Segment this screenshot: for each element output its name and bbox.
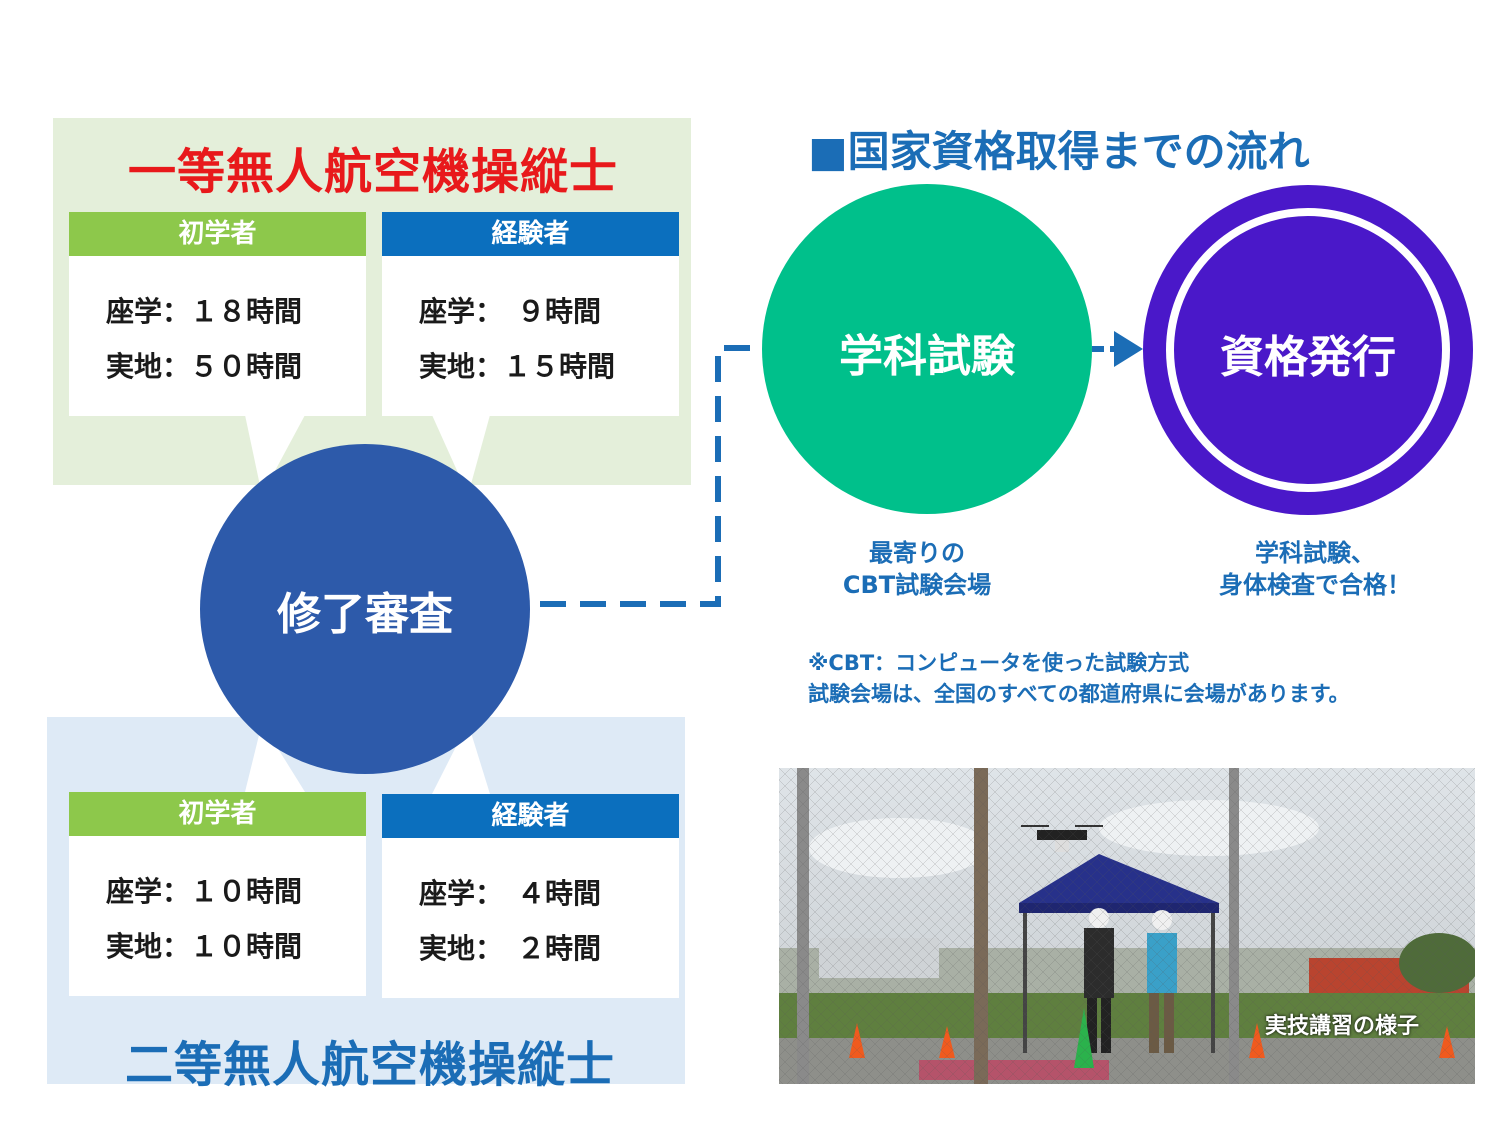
- dashed-connector: [540, 345, 760, 607]
- card-body: 座学：１０時間実地：１０時間: [69, 836, 366, 974]
- exam-caption-line1: 最寄りの: [869, 539, 965, 567]
- card-body: 座学： ９時間実地：１５時間: [382, 256, 679, 394]
- pointer-first-beginner: [245, 415, 305, 495]
- license-inner-ring: [1166, 208, 1450, 492]
- practical-hours: 実地：５０時間: [106, 350, 303, 383]
- practical-hours: 実地：１０時間: [106, 930, 303, 963]
- study-hours: 座学： ９時間: [419, 295, 602, 328]
- card-header: 経験者: [382, 212, 679, 256]
- card-header: 初学者: [69, 792, 366, 836]
- flow-title: ■国家資格取得までの流れ: [808, 127, 1310, 176]
- license-caption-line2: 身体検査で合格！: [1219, 571, 1411, 599]
- exam-label: 学科試験: [839, 331, 1015, 382]
- photo-caption: 実技講習の様子: [1265, 1014, 1420, 1039]
- training-photo: [779, 768, 1475, 1084]
- license-label: 資格発行: [1220, 332, 1396, 383]
- second-experienced-card: 経験者 座学： ４時間実地： ２時間: [382, 794, 679, 998]
- first-class-title: 一等無人航空機操縦士: [127, 144, 618, 200]
- cbt-note: ※CBT：コンピュータを使った試験方式: [808, 651, 1190, 675]
- card-header: 初学者: [69, 212, 366, 256]
- second-class-title: 二等無人航空機操縦士: [124, 1037, 615, 1093]
- review-circle: [200, 444, 530, 774]
- study-hours: 座学： ４時間: [419, 877, 602, 910]
- card-header: 経験者: [382, 794, 679, 838]
- arrow-head: [1114, 331, 1143, 367]
- second-beginner-card: 初学者 座学：１０時間実地：１０時間: [69, 792, 366, 996]
- pointer-first-experienced: [432, 415, 490, 495]
- first-experienced-card: 経験者 座学： ９時間実地：１５時間: [382, 212, 679, 416]
- review-label: 修了審査: [277, 589, 453, 640]
- license-circle: [1143, 185, 1473, 515]
- practical-hours: 実地： ２時間: [419, 932, 602, 965]
- license-caption-line1: 学科試験、: [1255, 539, 1375, 567]
- study-hours: 座学：１０時間: [106, 875, 303, 908]
- card-body: 座学： ４時間実地： ２時間: [382, 838, 679, 976]
- pointer-second-beginner: [245, 723, 305, 792]
- license-caption: 学科試験、 身体検査で合格！: [1160, 537, 1470, 601]
- venue-note: 試験会場は、全国のすべての都道府県に会場があります。: [808, 682, 1350, 706]
- card-body: 座学：１８時間実地：５０時間: [69, 256, 366, 394]
- exam-caption-line2: CBT試験会場: [842, 571, 992, 599]
- exam-circle: [762, 184, 1092, 514]
- exam-caption: 最寄りの CBT試験会場: [782, 537, 1052, 601]
- training-photo-illustration: [779, 768, 1475, 1084]
- pointer-second-experienced: [432, 723, 490, 794]
- study-hours: 座学：１８時間: [106, 295, 303, 328]
- practical-hours: 実地：１５時間: [419, 350, 616, 383]
- first-beginner-card: 初学者 座学：１８時間実地：５０時間: [69, 212, 366, 416]
